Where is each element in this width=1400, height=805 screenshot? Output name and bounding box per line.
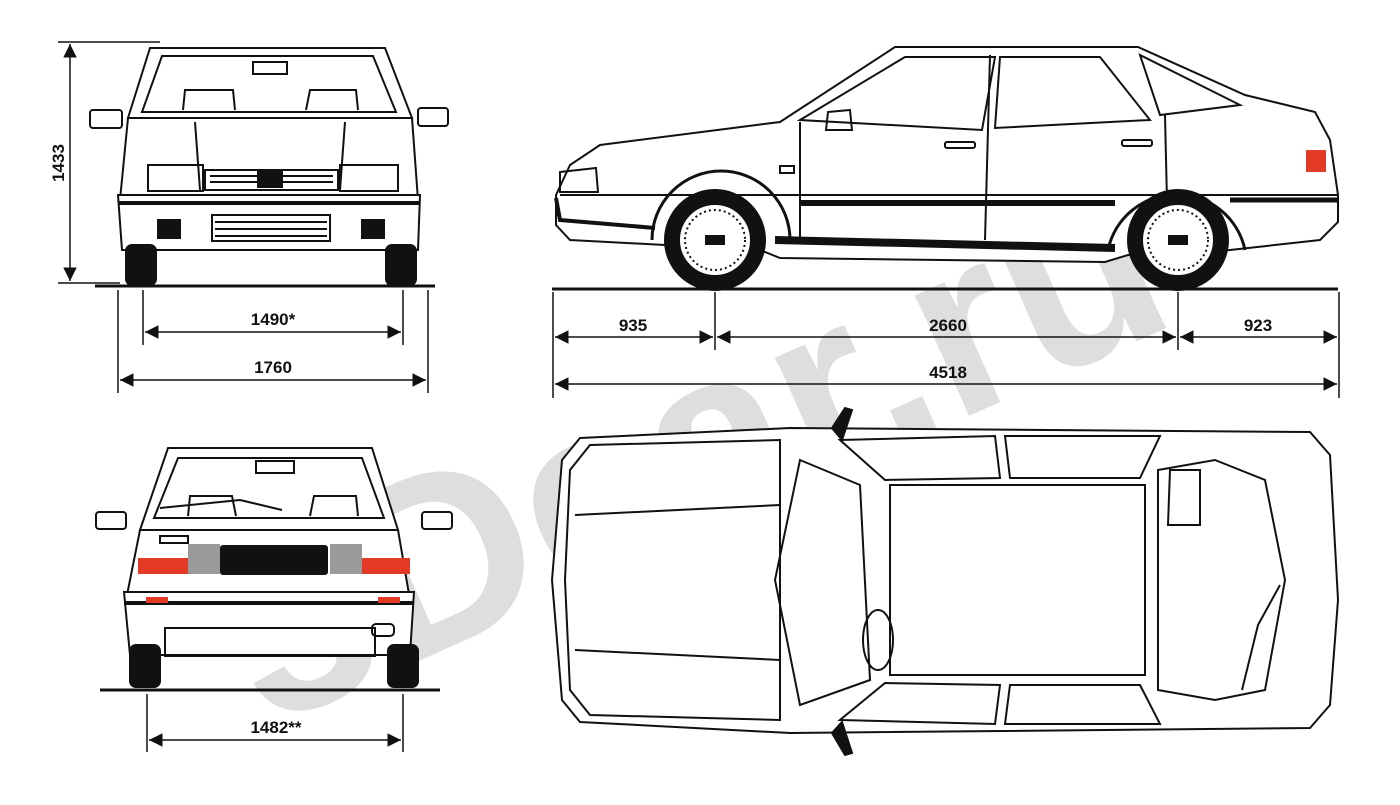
- side-view: [552, 46, 1339, 291]
- front-dimensions: [58, 41, 429, 393]
- width-label: 1760: [254, 358, 292, 377]
- height-dimension-label: 1433: [49, 144, 68, 182]
- side-dimensions: [552, 292, 1340, 398]
- rear-overhang-label: 923: [1244, 316, 1272, 335]
- wheelbase-label: 2660: [929, 316, 967, 335]
- length-label: 4518: [929, 363, 967, 382]
- front-view: [89, 47, 449, 288]
- rear-dimensions: [146, 694, 404, 752]
- front-overhang-label: 935: [619, 316, 647, 335]
- rear-track-label: 1482**: [250, 718, 301, 737]
- top-view: [550, 406, 1340, 757]
- front-track-label: 1490*: [251, 310, 296, 329]
- rear-view: [95, 447, 453, 692]
